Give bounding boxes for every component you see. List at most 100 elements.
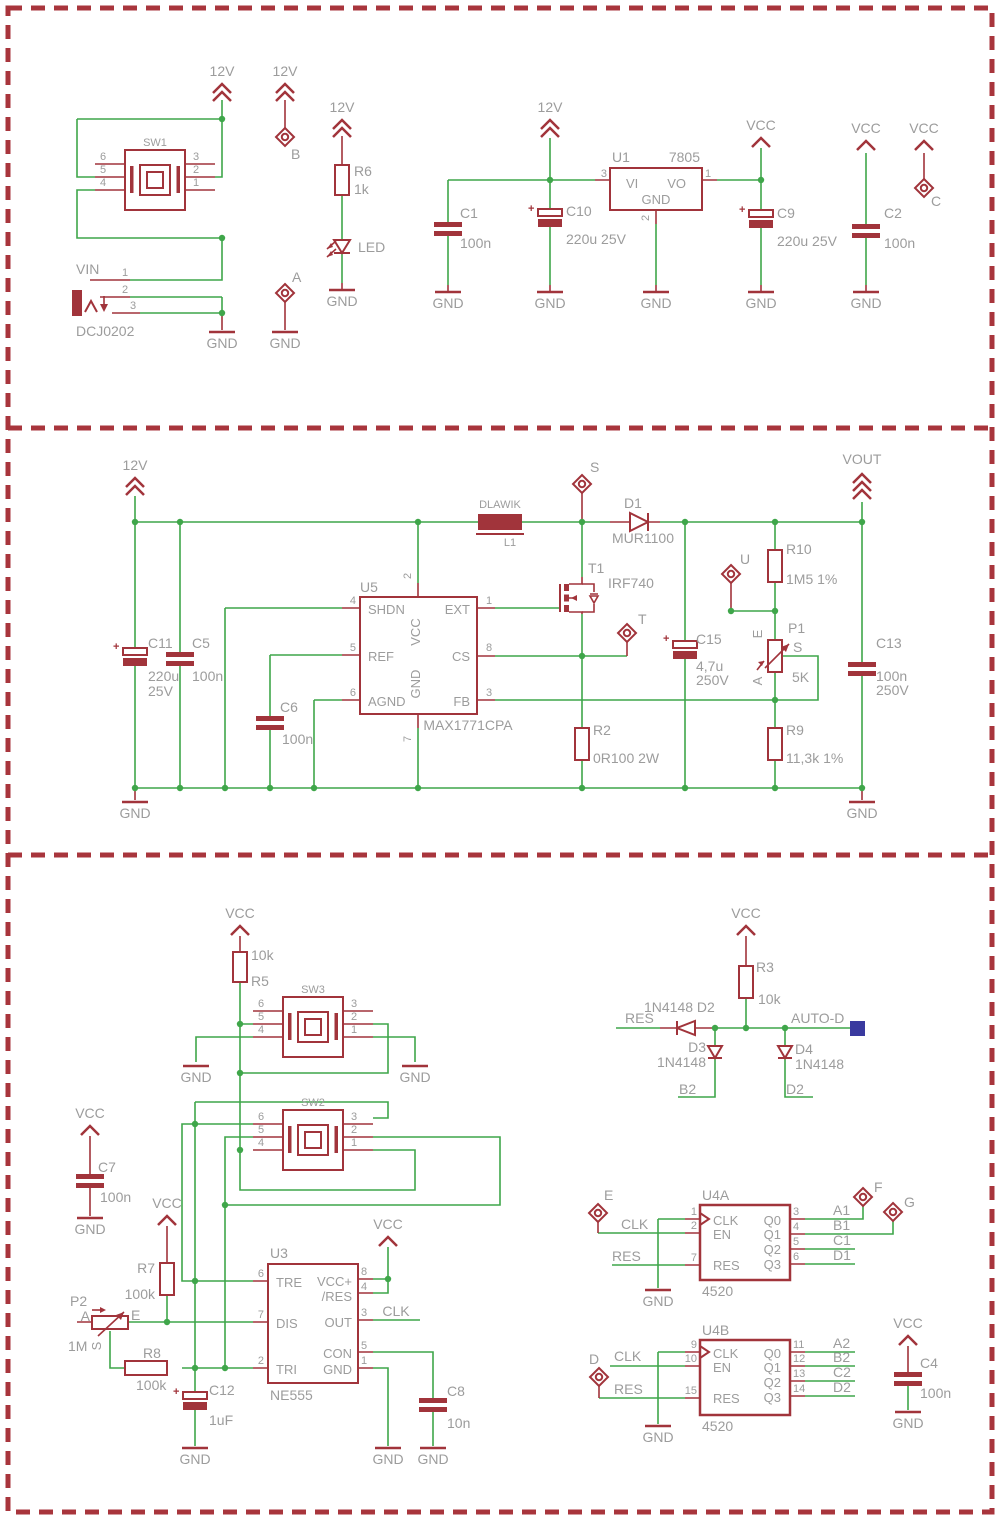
capacitor-c10 — [537, 208, 563, 227]
net-label: RES — [614, 1381, 643, 1397]
value-label: 0R100 2W — [593, 750, 660, 766]
ic-pin-name: /RES — [322, 1289, 353, 1304]
gnd-label: GND — [846, 805, 877, 821]
pin-number: 4 — [350, 595, 356, 607]
pin-number: 6 — [258, 1111, 264, 1123]
testpoint-label: T — [638, 611, 647, 627]
ref-label: C13 — [876, 635, 902, 651]
value-label: 1uF — [209, 1412, 233, 1428]
value-label: 220u 25V — [777, 233, 838, 249]
ic-pin-name: GND — [323, 1362, 352, 1377]
pin-number: 3 — [486, 687, 492, 699]
ref-label: C4 — [920, 1355, 938, 1371]
value-label: 10n — [447, 1415, 470, 1431]
pin-number: 2 — [193, 164, 199, 176]
ref-label: R6 — [354, 163, 372, 179]
sheet-frame — [5, 5, 995, 1515]
capacitor-c12 — [182, 1391, 208, 1410]
net-label: C2 — [833, 1364, 851, 1380]
pin-number: 2 — [402, 573, 414, 579]
pin-number: 1 — [705, 168, 711, 180]
ref-label: C15 — [696, 631, 722, 647]
polarity-plus: + — [663, 633, 669, 645]
value-label: 100n — [192, 668, 223, 684]
value-label: 250V — [696, 672, 729, 688]
gnd-label: GND — [534, 295, 565, 311]
net-label: A1 — [833, 1202, 850, 1218]
capacitor-c4 — [894, 1372, 922, 1386]
value-label: 4,7u — [696, 658, 723, 674]
testpoint-label: D — [589, 1351, 599, 1367]
ref-label: SW1 — [143, 137, 167, 149]
polarity-plus: + — [113, 641, 119, 653]
resistor-r3 — [738, 965, 754, 999]
net-label: CLK — [382, 1303, 410, 1319]
pin-number: 5 — [100, 164, 106, 176]
gnd-label: GND — [432, 295, 463, 311]
ic-pin-name: REF — [368, 649, 394, 664]
pin-number: 7 — [258, 1309, 264, 1321]
ref-label: LED — [358, 239, 385, 255]
testpoint-label: E — [604, 1187, 613, 1203]
value-label: 5K — [792, 669, 810, 685]
ic-u5 — [359, 596, 478, 715]
capacitor-c9 — [748, 209, 774, 228]
net-label: VCC — [75, 1105, 105, 1121]
ref-label: C9 — [777, 205, 795, 221]
ic-pin-name: EN — [713, 1360, 731, 1375]
ref-label: T1 — [588, 560, 605, 576]
pin-number: 6 — [258, 1268, 264, 1280]
pin-number: 1 — [122, 267, 128, 279]
value-label: 10k — [251, 947, 275, 963]
net-label: CLK — [621, 1216, 649, 1232]
ic-pin-name: CON — [323, 1346, 352, 1361]
polarity-plus: + — [173, 1386, 179, 1398]
value-label: 100k — [136, 1377, 167, 1393]
pin-number: 5 — [258, 1124, 264, 1136]
net-label: 12V — [123, 457, 149, 473]
value-label: 4520 — [702, 1283, 733, 1299]
net-label: RES — [625, 1010, 654, 1026]
capacitor-c2 — [852, 224, 880, 238]
ref-label: C7 — [98, 1159, 116, 1175]
pin-number: 5 — [258, 1011, 264, 1023]
pot-terminal: E — [131, 1307, 140, 1323]
switch-sw3 — [282, 996, 344, 1058]
value-label: 1N4148 — [795, 1056, 844, 1072]
ic-u3 — [267, 1263, 359, 1384]
value-label: 7805 — [669, 149, 700, 165]
ic-pin-name: CS — [452, 649, 470, 664]
pin-number: 2 — [640, 215, 652, 221]
net-label: VCC — [373, 1216, 403, 1232]
ic-pin-name: AGND — [368, 694, 406, 709]
pin-number: 1 — [351, 1137, 357, 1149]
ic-pin-name: FB — [453, 694, 470, 709]
pin-number: 8 — [486, 642, 492, 654]
resistor-r9 — [767, 727, 783, 761]
connector-vin — [72, 290, 108, 316]
value-label: 1k — [354, 181, 370, 197]
ic-u4a — [698, 1203, 792, 1282]
pin-number: 2 — [691, 1220, 697, 1232]
value-label: 1N4148 — [657, 1054, 706, 1070]
potentiometer-p1 — [756, 639, 790, 673]
pin-number: 1 — [351, 1024, 357, 1036]
pin-number: 15 — [685, 1385, 697, 1397]
pot-terminal: A — [750, 676, 765, 685]
net-label: B2 — [833, 1349, 850, 1365]
power-symbols — [80, 82, 934, 1346]
ref-label: C2 — [884, 205, 902, 221]
net-label: VCC — [152, 1195, 182, 1211]
ref-label: D3 — [688, 1039, 706, 1055]
value-label: 100n — [282, 731, 313, 747]
gnd-label: GND — [269, 335, 300, 351]
pin-number: 2 — [122, 284, 128, 296]
ref-label: C12 — [209, 1382, 235, 1398]
capacitor-c13 — [848, 662, 876, 676]
value-label: 11,3k 1% — [786, 750, 843, 766]
value-label: MAX1771CPA — [423, 717, 513, 733]
net-label: VCC — [893, 1315, 923, 1331]
ref-label: R10 — [786, 541, 812, 557]
pot-terminal: S — [793, 639, 802, 655]
